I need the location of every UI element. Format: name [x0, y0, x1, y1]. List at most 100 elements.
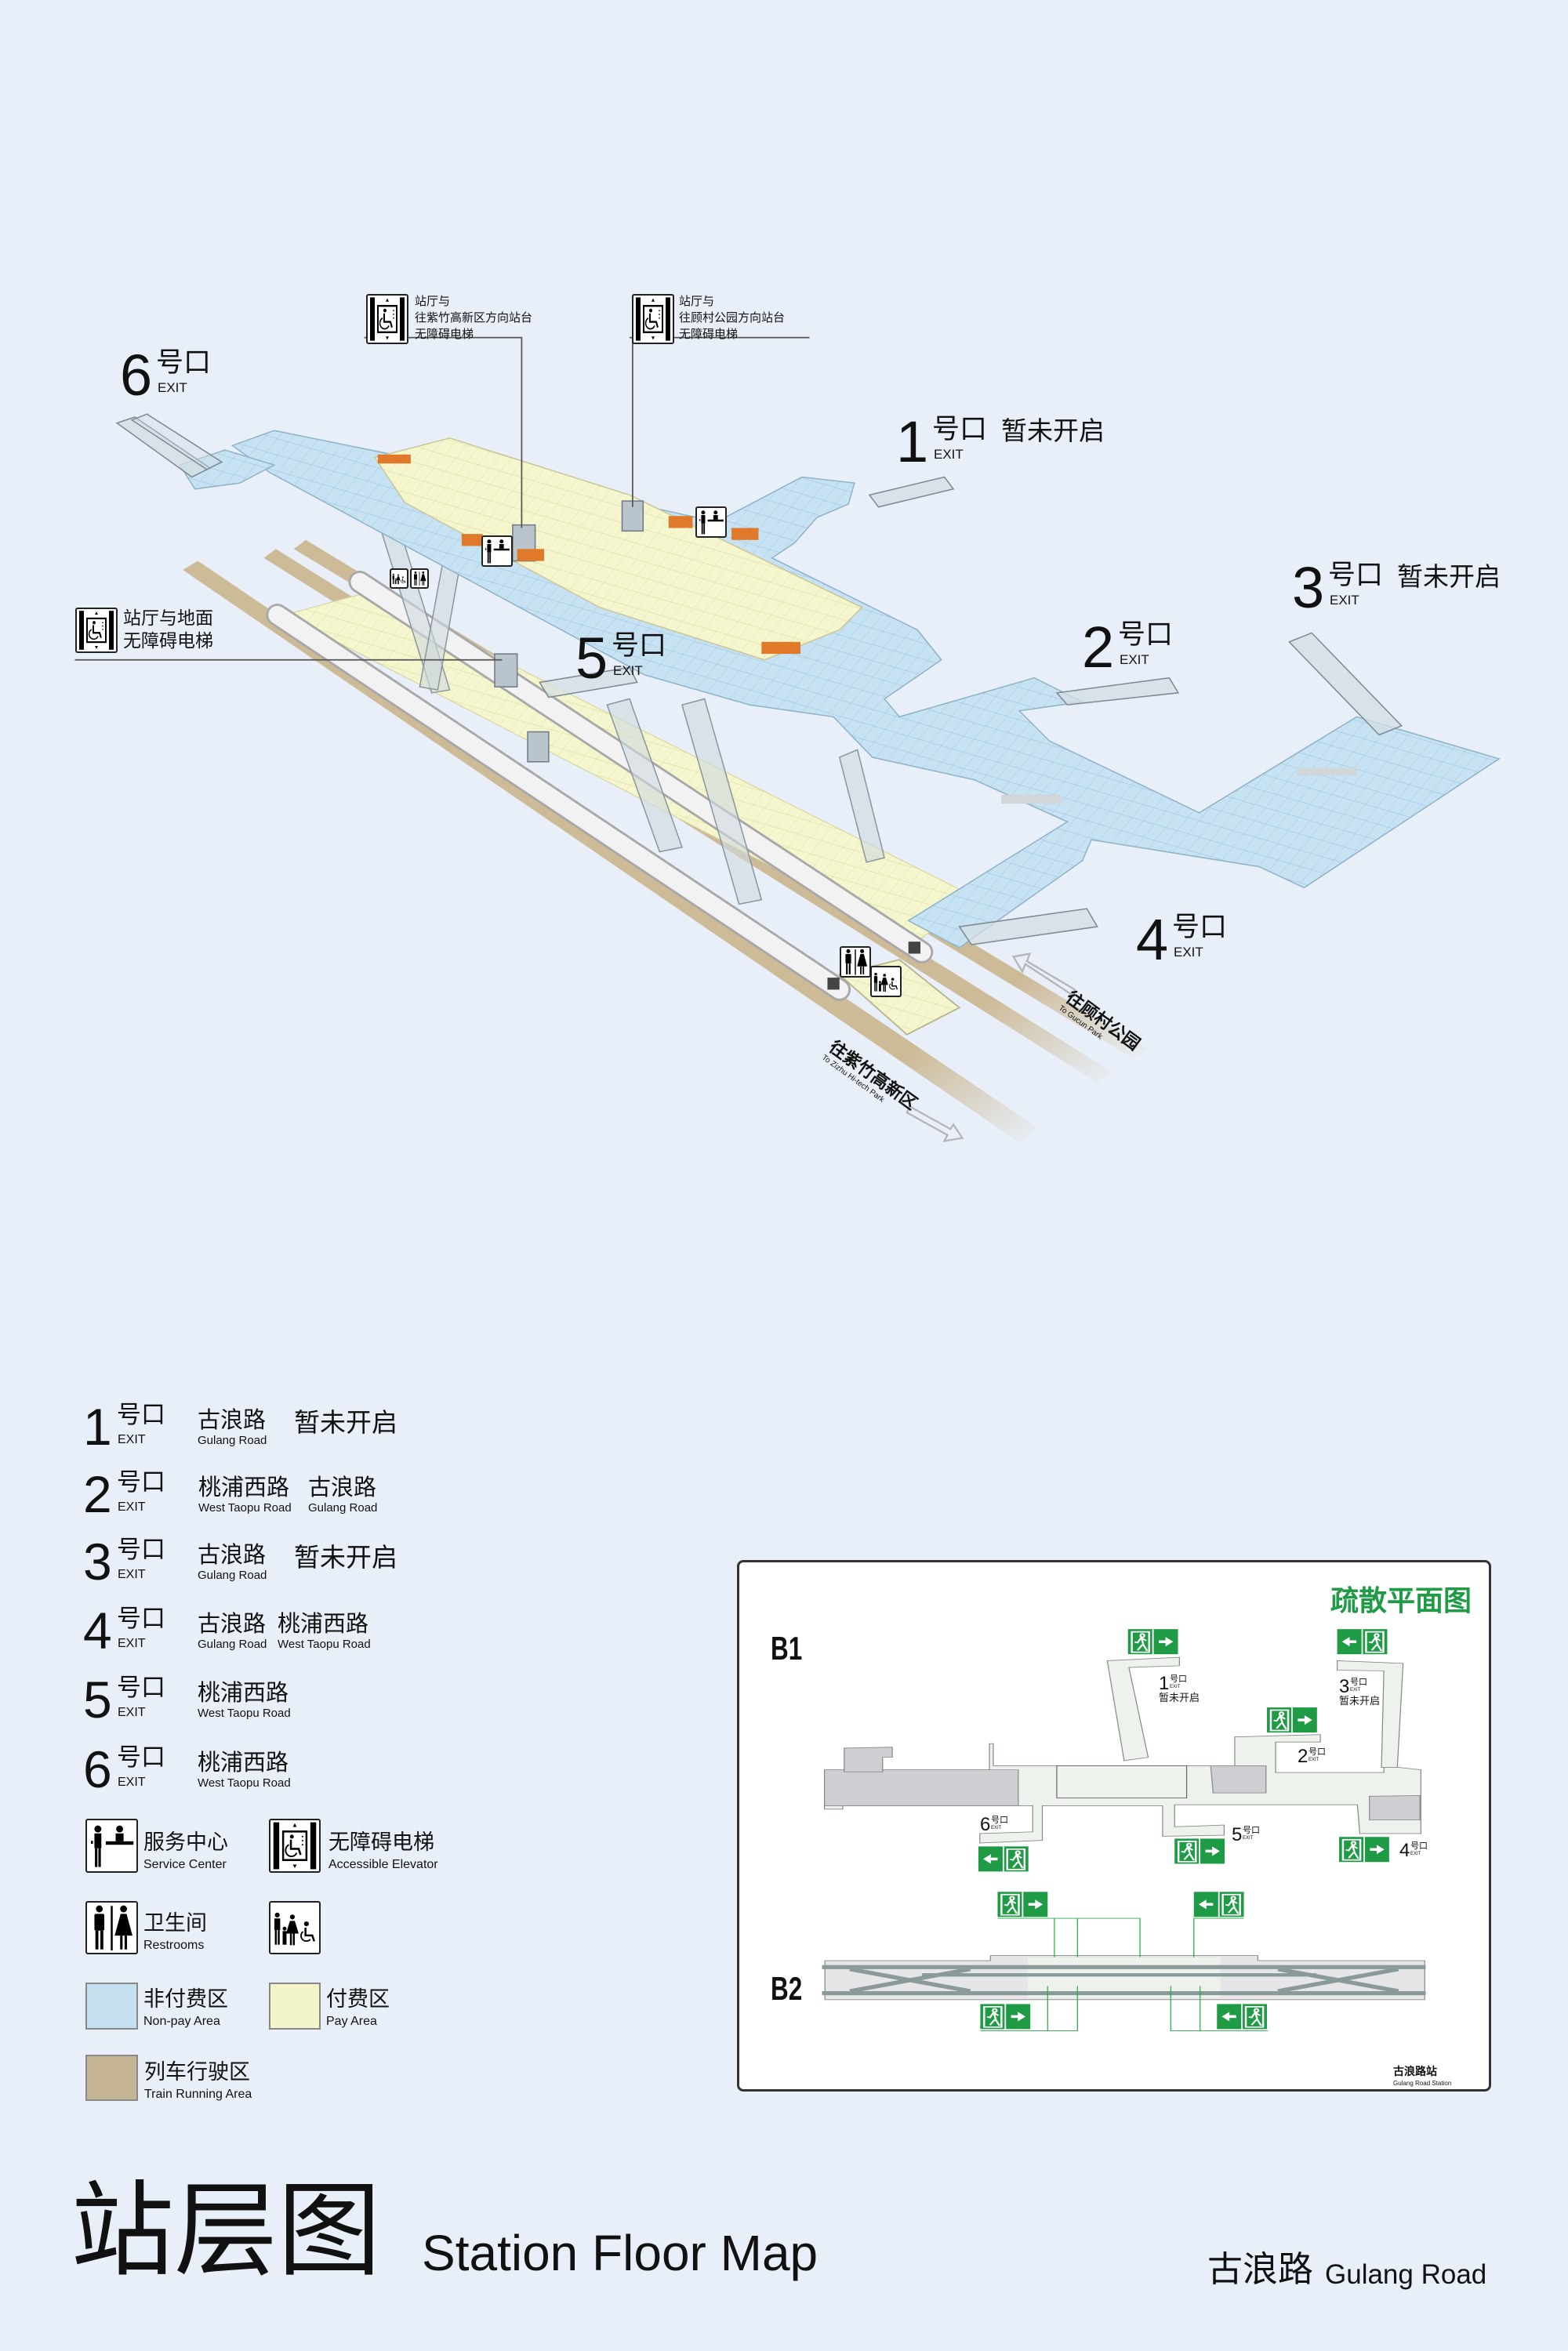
callout-elevator-zizhu: 站厅与 往紫竹高新区方向站台 无障碍电梯	[415, 293, 532, 343]
restroom-icon	[410, 568, 429, 589]
legend-road-en: West Taopu Road	[198, 1707, 291, 1720]
legend-exit-label: 号口	[117, 1674, 165, 1702]
restroom-icon	[85, 1901, 138, 1954]
map-exit-1-number: 1	[896, 409, 929, 474]
accessible-elevator-icon	[75, 608, 118, 653]
legend-exit-exit: EXIT	[118, 1637, 146, 1650]
evacuation-guide-lines	[980, 1917, 1269, 2032]
map-exit-5-number: 5	[575, 626, 608, 691]
map-exit-3-exit: EXIT	[1330, 593, 1359, 608]
map-exit-1-status: 暂未开启	[1001, 415, 1105, 446]
family-restroom-icon	[390, 568, 408, 589]
elevator-ground	[494, 653, 518, 688]
legend-exit-number: 2	[83, 1465, 112, 1523]
map-exit-4-label: 号口	[1172, 912, 1228, 943]
legend-exit-exit: EXIT	[118, 1500, 146, 1514]
escalator-exit-4	[958, 908, 1098, 945]
arrow-right-icon	[1028, 1899, 1044, 1910]
legend-exit-label: 号口	[117, 1743, 165, 1772]
legend-restrooms-en: Restrooms	[143, 1939, 205, 1952]
legend-exit-number: 6	[83, 1740, 112, 1798]
map-exit-2-number: 2	[1082, 615, 1115, 680]
train-running-area-swatch	[85, 2055, 138, 2101]
emergency-exit-sign-icon	[1174, 1838, 1225, 1864]
evac-exit-number: 6	[980, 1814, 991, 1835]
arrow-right-icon	[1370, 1845, 1385, 1855]
legend-exit-label: 号口	[117, 1605, 165, 1633]
evacuation-station-en: Gulang Road Station	[1393, 2080, 1452, 2087]
running-man-icon	[1000, 1893, 1020, 1916]
legend-road-cn: 古浪路	[198, 1406, 267, 1433]
emergency-exit-sign-icon	[1127, 1629, 1178, 1655]
legend-exit-label: 号口	[117, 1536, 165, 1564]
arrow-to-gucun-icon	[1011, 952, 1076, 997]
emergency-exit-sign-icon	[1267, 1707, 1317, 1733]
map-exit-3-label: 号口	[1328, 560, 1384, 591]
accessible-elevator-icon	[632, 294, 674, 344]
legend-exit-number: 1	[83, 1398, 112, 1456]
legend-non-pay-cn: 非付费区	[143, 1987, 228, 2012]
map-exit-6-label: 号口	[156, 347, 212, 379]
evac-exit-number: 5	[1232, 1824, 1243, 1845]
callout-line: 站厅与	[415, 294, 451, 308]
running-man-icon	[1269, 1709, 1290, 1732]
accessible-elevator-icon	[269, 1819, 321, 1873]
evacuation-exit-signs	[978, 1629, 1389, 2030]
evac-exit-label: 号口	[1243, 1825, 1260, 1835]
accessible-elevator-icon	[366, 294, 408, 344]
callout-line: 往顾村公园方向站台	[679, 310, 786, 325]
service-center-icon	[695, 506, 727, 538]
running-man-icon	[1006, 1848, 1026, 1870]
emergency-exit-sign-icon	[1217, 2004, 1268, 2030]
evacuation-station-cn: 古浪路站	[1393, 2066, 1437, 2078]
evacuation-plan-drawing	[822, 1629, 1426, 2032]
exit-escalators	[115, 413, 1403, 945]
service-center-icon	[481, 535, 513, 567]
evac-exit-status: 暂未开启	[1159, 1693, 1200, 1704]
escalator-exit-1	[868, 476, 955, 508]
legend-road-cn: 古浪路	[198, 1541, 267, 1568]
arrow-left-icon	[1198, 1899, 1214, 1910]
exit-6-corridor	[179, 449, 276, 490]
evac-exit-exit: EXIT	[991, 1826, 1002, 1830]
legend-exit-exit: EXIT	[118, 1706, 146, 1719]
legend-road-en: Gulang Road	[198, 1638, 267, 1651]
evac-exit-number: 4	[1399, 1840, 1410, 1861]
map-exit-1-exit: EXIT	[934, 447, 964, 462]
legend-exit-exit: EXIT	[118, 1433, 146, 1446]
running-man-icon	[1341, 1838, 1362, 1861]
legend-exit-status: 暂未开启	[294, 1542, 397, 1573]
callout-line: 无障碍电梯	[415, 327, 474, 341]
map-exit-2-exit: EXIT	[1120, 652, 1149, 667]
elevator-gucun	[621, 500, 644, 532]
emergency-exit-sign-icon	[978, 1846, 1029, 1872]
emergency-exit-sign-icon	[980, 2004, 1031, 2030]
legend-service-center-en: Service Center	[143, 1858, 227, 1871]
evac-exit-label: 号口	[1308, 1747, 1326, 1757]
legend-service-center-cn: 服务中心	[143, 1830, 228, 1855]
arrow-right-icon	[1011, 2012, 1026, 2022]
callout-line: 往紫竹高新区方向站台	[415, 310, 533, 325]
legend-exit-exit: EXIT	[118, 1776, 146, 1789]
family-restroom-icon	[269, 1901, 321, 1954]
legend-road-cn: 古浪路	[308, 1474, 377, 1500]
callout-elevator-gucun: 站厅与 往顾村公园方向站台 无障碍电梯	[679, 293, 785, 343]
station-name-cn: 古浪路	[1207, 2248, 1314, 2290]
emergency-exit-sign-icon	[997, 1892, 1048, 1917]
arrow-to-zizhu-icon	[906, 1105, 964, 1143]
arrow-right-icon	[1298, 1715, 1312, 1725]
evac-exit-exit: EXIT	[1350, 1688, 1361, 1693]
map-exit-6-number: 6	[120, 343, 153, 408]
legend-road-en: West Taopu Road	[198, 1501, 292, 1515]
running-man-icon	[1365, 1631, 1385, 1653]
legend-restrooms-cn: 卫生间	[143, 1911, 207, 1936]
map-exit-4-number: 4	[1136, 907, 1169, 972]
arrow-right-icon	[1158, 1637, 1174, 1647]
restroom-icon	[840, 946, 871, 978]
legend-road-cn: 桃浦西路	[198, 1749, 289, 1776]
legend-road-en: West Taopu Road	[278, 1638, 371, 1651]
arrow-left-icon	[1341, 1637, 1357, 1647]
map-exit-3-number: 3	[1292, 555, 1325, 620]
